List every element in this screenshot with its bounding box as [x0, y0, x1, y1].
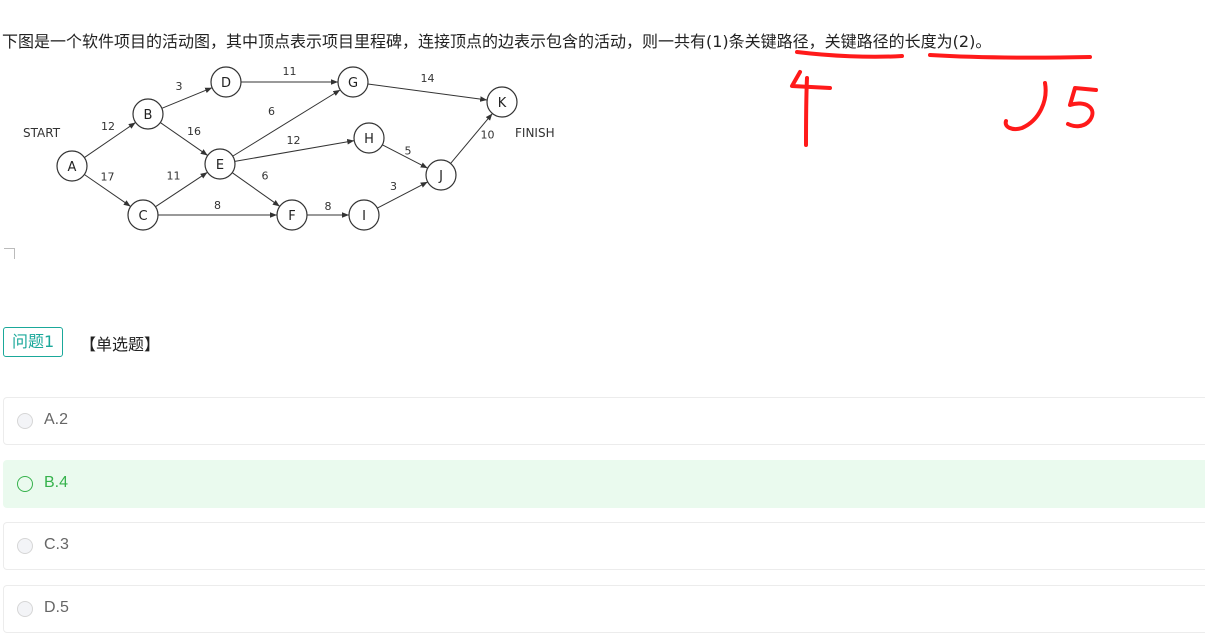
edge-E-H — [234, 139, 355, 162]
edge-C-E — [155, 171, 208, 208]
edge-A-C — [84, 174, 131, 207]
graph-edges: 12 17 3 16 11 8 11 6 12 6 8 14 5 3 10 — [84, 65, 495, 218]
finish-label: FINISH — [515, 126, 555, 140]
option-c[interactable]: C.3 — [3, 522, 1205, 570]
edge-weight-I-J: 3 — [390, 180, 397, 193]
edge-J-K — [450, 113, 493, 164]
activity-graph: 12 17 3 16 11 8 11 6 12 6 8 14 5 3 10 A B C D E F G H I J K STAR… — [23, 65, 555, 231]
edge-weight-H-J: 5 — [405, 145, 412, 158]
edge-weight-C-F: 8 — [214, 199, 221, 212]
svg-text:B: B — [144, 108, 153, 123]
start-label: START — [23, 126, 61, 140]
option-d[interactable]: D.5 — [3, 585, 1205, 633]
svg-text:K: K — [498, 96, 507, 111]
image-corner-marker — [4, 248, 15, 259]
question-type-label: 【单选题】 — [80, 335, 161, 354]
edge-weight-C-E: 11 — [167, 170, 181, 183]
node-k: K — [486, 86, 518, 118]
edge-weight-A-B: 12 — [101, 120, 115, 133]
svg-text:I: I — [362, 209, 366, 224]
graph-nodes: A B C D E F G H I J K — [56, 66, 518, 231]
edge-weight-B-D: 3 — [176, 80, 183, 93]
edge-weight-E-F: 6 — [262, 170, 269, 183]
option-b[interactable]: B.4 — [3, 460, 1205, 508]
option-c-label: C.3 — [44, 536, 69, 553]
node-i: I — [348, 199, 380, 231]
radio-b[interactable] — [17, 476, 33, 492]
underline-stroke-2 — [928, 53, 1092, 60]
edge-A-B — [84, 122, 136, 158]
svg-text:E: E — [216, 158, 224, 173]
node-c: C — [127, 199, 159, 231]
edge-weight-D-G: 11 — [283, 65, 297, 78]
option-b-label: B.4 — [44, 474, 69, 491]
edge-H-J — [382, 144, 428, 169]
node-d: D — [210, 66, 242, 98]
question-text: 下图是一个软件项目的活动图，其中顶点表示项目里程碑，连接顶点的边表示包含的活动，… — [2, 32, 992, 51]
node-g: G — [337, 66, 369, 98]
radio-c[interactable] — [17, 538, 33, 554]
svg-text:H: H — [364, 132, 374, 147]
edge-weight-E-G: 6 — [268, 105, 275, 118]
edge-weight-E-H: 12 — [287, 134, 301, 147]
svg-text:C: C — [138, 209, 147, 224]
svg-text:J: J — [438, 169, 443, 184]
radio-d[interactable] — [17, 601, 33, 617]
option-a[interactable]: A.2 — [3, 397, 1205, 445]
edge-E-F — [231, 172, 281, 207]
edge-weight-J-K: 10 — [481, 129, 495, 142]
edge-B-E — [160, 122, 208, 156]
node-e: E — [204, 148, 236, 180]
node-a: A — [56, 150, 88, 182]
node-f: F — [276, 199, 308, 231]
edge-weight-A-C: 17 — [101, 171, 115, 184]
edge-B-D — [161, 87, 213, 109]
node-h: H — [353, 122, 385, 154]
question-number-tag: 问题1 — [3, 327, 64, 357]
edge-G-K — [367, 83, 488, 102]
option-d-label: D.5 — [44, 599, 69, 616]
radio-a[interactable] — [17, 413, 33, 429]
edge-weight-G-K: 14 — [421, 72, 435, 85]
svg-text:G: G — [348, 76, 358, 91]
node-j: J — [425, 159, 457, 191]
handwritten-answer-4 — [790, 70, 832, 147]
node-b: B — [132, 98, 164, 130]
svg-text:A: A — [68, 160, 77, 175]
svg-text:D: D — [221, 76, 231, 91]
edge-weight-B-E: 16 — [187, 125, 201, 138]
svg-text:F: F — [288, 209, 295, 224]
edge-I-J — [377, 181, 428, 209]
handwritten-answer-j5 — [1003, 81, 1098, 132]
edge-weight-F-I: 8 — [325, 200, 332, 213]
option-a-label: A.2 — [44, 411, 69, 428]
edge-E-G — [232, 89, 341, 157]
